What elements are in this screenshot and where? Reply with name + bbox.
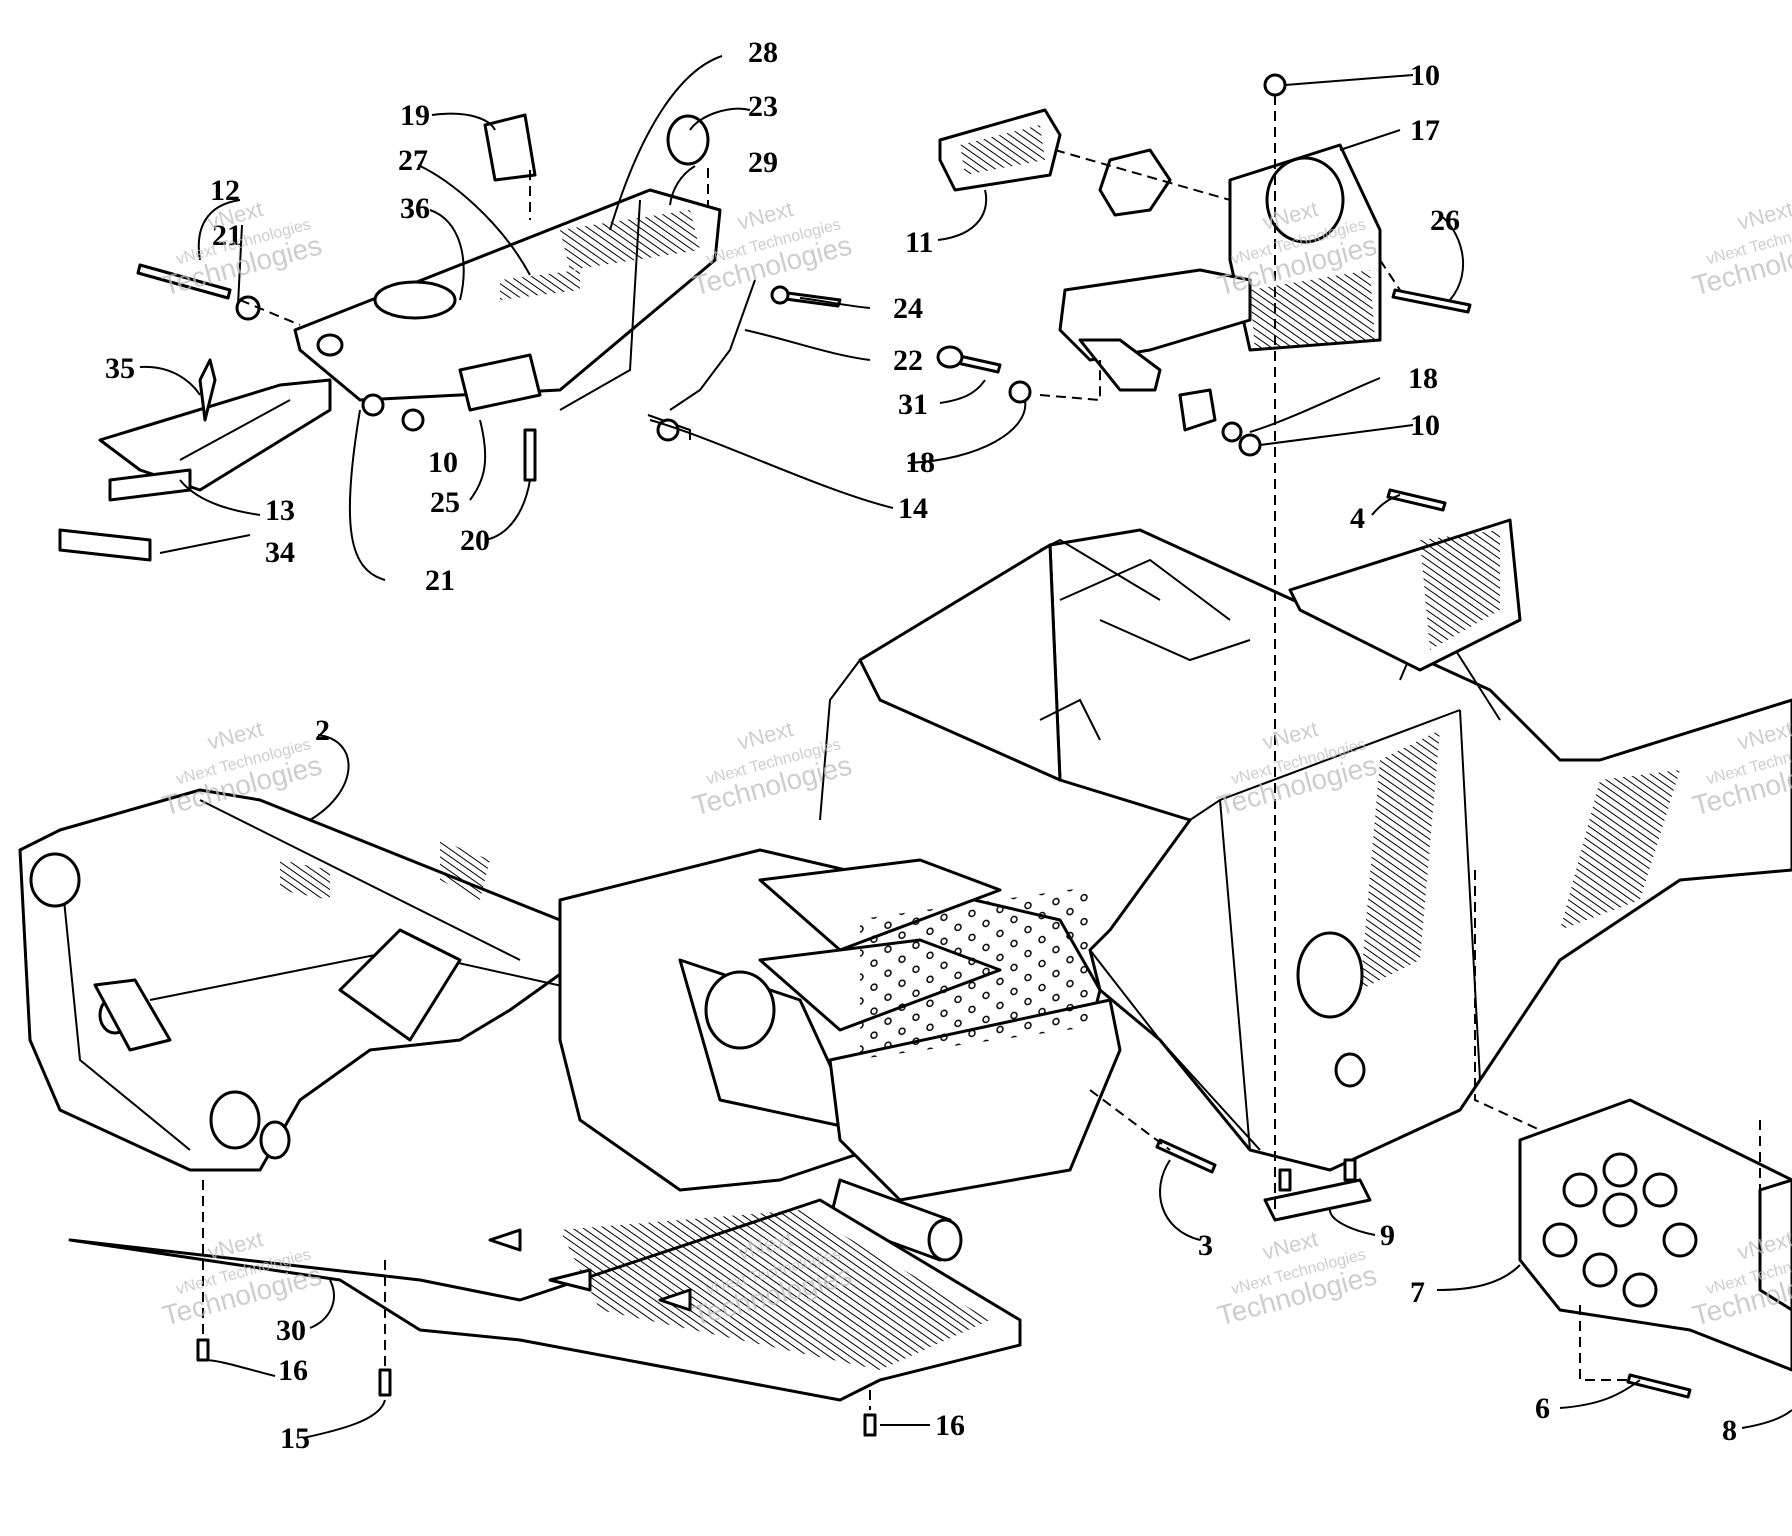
- callout-28: 28: [748, 36, 778, 69]
- knob-washer: [1098, 148, 1172, 217]
- assembly-lines: [202, 95, 1761, 1410]
- plate-34: [58, 528, 152, 562]
- pin-3: [1155, 1138, 1217, 1174]
- callout-4: 4: [1350, 502, 1365, 535]
- footrest-plate: [828, 886, 1122, 1202]
- callout-10-top: 10: [1410, 59, 1440, 92]
- callout-31: 31: [898, 388, 928, 421]
- washers-18-10: [1008, 73, 1287, 457]
- callout-10-left: 10: [428, 446, 458, 479]
- callout-34: 34: [265, 536, 295, 569]
- pin-26: [1391, 288, 1472, 314]
- callout-15: 15: [280, 1422, 310, 1455]
- callout-23: 23: [748, 90, 778, 123]
- callout-6: 6: [1535, 1392, 1550, 1425]
- callout-leaders: [139, 55, 1792, 1439]
- callout-35: 35: [105, 352, 135, 385]
- callout-3: 3: [1198, 1229, 1213, 1262]
- callout-36: 36: [400, 192, 430, 225]
- callout-14: 14: [898, 492, 928, 525]
- callout-27: 27: [398, 144, 428, 177]
- callout-24: 24: [893, 292, 923, 325]
- pin-4: [1386, 488, 1447, 512]
- callout-12: 12: [210, 174, 240, 207]
- callout-18-left: 18: [905, 446, 935, 479]
- callout-21-bottom: 21: [425, 564, 455, 597]
- callout-11: 11: [905, 226, 933, 259]
- callout-8: 8: [1722, 1414, 1737, 1447]
- callout-16-right: 16: [935, 1409, 965, 1442]
- watermark-brand: vNext: [1735, 196, 1792, 235]
- pin-6: [1626, 1373, 1692, 1399]
- knob-23: [666, 114, 710, 166]
- screws-15-16: [196, 1338, 877, 1437]
- console-panel: [293, 188, 722, 412]
- callout-29: 29: [748, 146, 778, 179]
- pin-35: [198, 358, 217, 422]
- callout-17: 17: [1410, 114, 1440, 147]
- callout-26: 26: [1430, 204, 1460, 237]
- callout-9: 9: [1380, 1219, 1395, 1252]
- step-13: [98, 378, 332, 502]
- callout-20: 20: [460, 524, 490, 557]
- front-frame: [18, 788, 582, 1172]
- chassis-tunnel: [819, 528, 1792, 1172]
- pad-11: [938, 108, 1062, 192]
- callout-7: 7: [1410, 1276, 1425, 1309]
- callout-25: 25: [430, 486, 460, 519]
- callout-13: 13: [265, 494, 295, 527]
- bolt-12: [136, 263, 261, 321]
- bracket-17: [1058, 143, 1382, 392]
- clip-9: [1263, 1158, 1372, 1222]
- callout-2: 2: [315, 714, 330, 747]
- belly-pan-30: [68, 1198, 1022, 1402]
- callout-18-right: 18: [1408, 362, 1438, 395]
- callout-19: 19: [400, 99, 430, 132]
- callout-10-right: 10: [1410, 409, 1440, 442]
- bolt-31: [936, 345, 1002, 374]
- callout-22: 22: [893, 344, 923, 377]
- fasteners-upper-left: [361, 393, 537, 482]
- chassis-bracket-4: [1288, 518, 1522, 672]
- callout-21-top: 21: [212, 219, 242, 252]
- handle-19: [483, 113, 537, 182]
- callout-numbers: 2 3 4 6 7 8 9 10 10 10 11 12 13 14 15 16…: [105, 36, 1737, 1455]
- callout-30: 30: [276, 1314, 306, 1347]
- callout-16-left: 16: [278, 1354, 308, 1387]
- footwell-7: [1518, 1098, 1792, 1372]
